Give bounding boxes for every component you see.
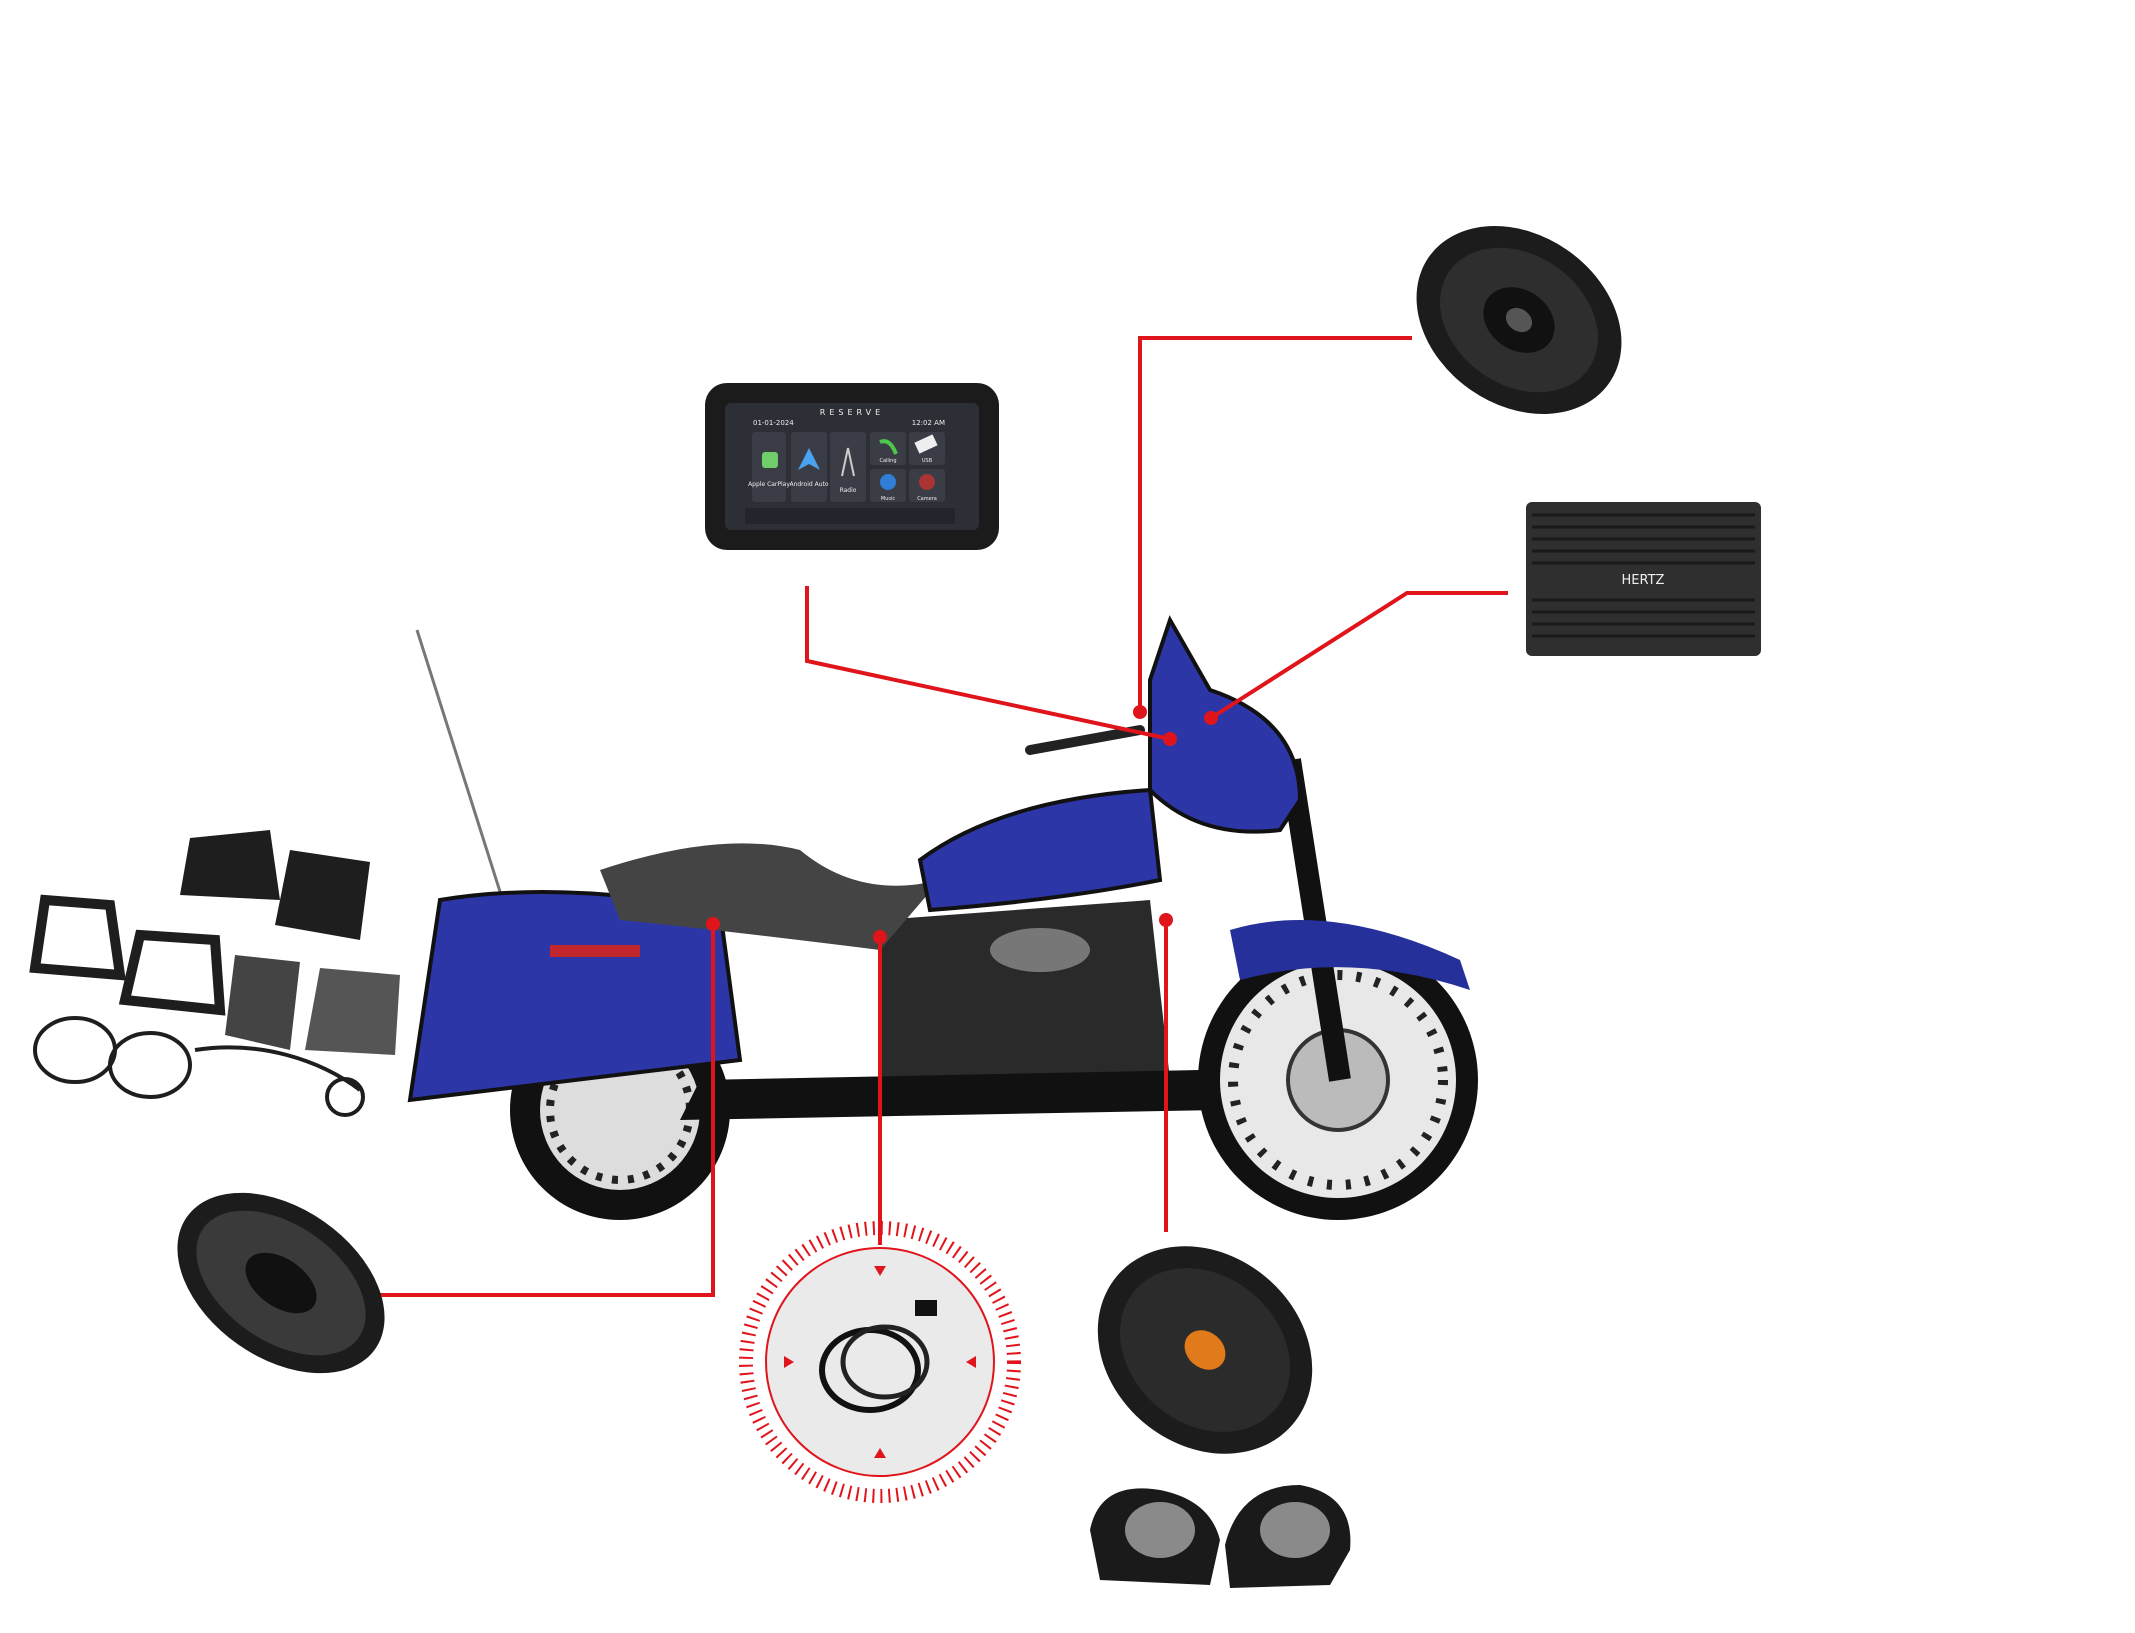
speaker-lid-kit <box>29 830 400 1117</box>
connector-top-speaker <box>1138 336 1412 712</box>
motorcycle <box>407 615 1478 1220</box>
head-unit-brand: RESERVE <box>820 408 884 417</box>
connector-head-unit <box>805 586 1171 741</box>
svg-text:Android Auto: Android Auto <box>789 481 828 488</box>
antenna <box>415 629 511 921</box>
amplifier-brand: HERTZ <box>1622 573 1665 588</box>
connector-lines <box>380 336 1508 1297</box>
head-unit-date: 01-01-2024 <box>753 419 794 427</box>
phone-icon <box>879 439 898 455</box>
camera-icon <box>919 474 935 490</box>
radio-tower-icon <box>841 447 855 477</box>
svg-text:Radio: Radio <box>840 487 857 494</box>
wiring-harness <box>739 1221 1021 1503</box>
svg-text:Music: Music <box>881 496 895 502</box>
android-auto-icon <box>798 448 820 470</box>
amplifier: HERTZ <box>1526 502 1761 656</box>
fairing <box>1148 615 1303 834</box>
svg-text:Camera: Camera <box>917 496 937 502</box>
fairing-lower-speaker <box>1097 1246 1313 1454</box>
svg-text:USB: USB <box>922 458 933 464</box>
fairing-speaker <box>1416 226 1622 414</box>
head-unit-time: 12:02 AM <box>912 419 945 427</box>
connector-saddlebag-speaker <box>380 924 715 1297</box>
svg-text:Calling: Calling <box>879 458 896 464</box>
connector-amplifier <box>1209 591 1508 720</box>
head-unit: RESERVE 01-01-2024 12:02 AM Apple CarPla… <box>705 383 999 550</box>
seat <box>600 843 940 950</box>
music-icon <box>880 474 896 490</box>
connection-points <box>706 705 1218 944</box>
engine <box>880 900 1170 1110</box>
saddlebag-speaker <box>177 1192 385 1374</box>
speaker-pods <box>1090 1485 1351 1588</box>
carplay-icon <box>762 452 778 468</box>
svg-text:Apple CarPlay: Apple CarPlay <box>748 481 790 488</box>
usb-icon <box>914 434 938 454</box>
fuel-tank <box>917 787 1163 913</box>
